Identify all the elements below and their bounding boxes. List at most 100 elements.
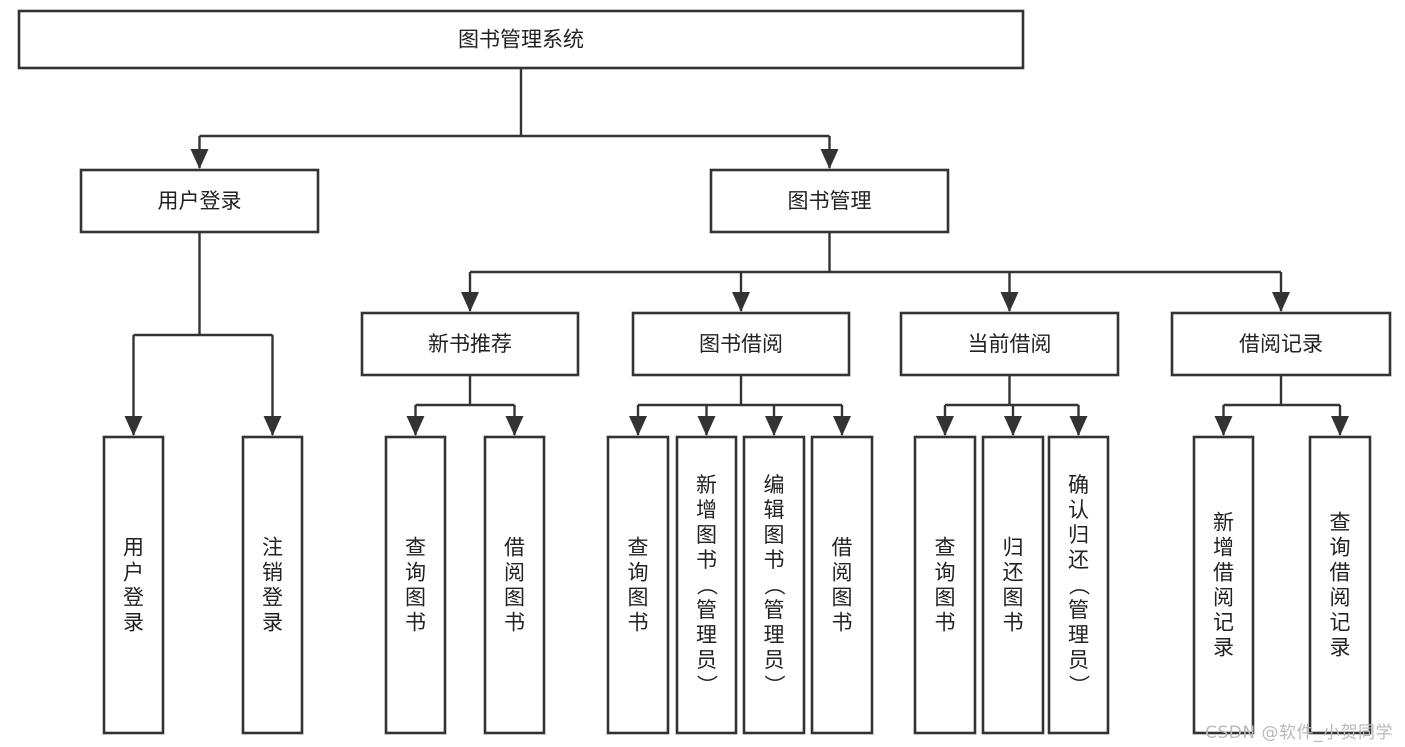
node-label-char: 归 — [1003, 536, 1024, 560]
node-label-char: 书 — [1003, 611, 1024, 635]
node-label-char: 还 — [1068, 548, 1089, 572]
node-label-char: 录 — [1213, 636, 1234, 660]
node-label-char: 理 — [764, 623, 785, 647]
node-label: 图书管理 — [788, 189, 872, 213]
node-label-char: 查 — [1330, 511, 1351, 535]
arrow-head-icon — [406, 416, 425, 436]
node-box — [1047, 435, 1110, 735]
node-box — [483, 435, 546, 735]
node-label-char: （ — [1067, 575, 1091, 596]
arrow-head-icon — [833, 416, 851, 436]
node-label-char: 借 — [504, 536, 525, 560]
arrow-head-icon — [1069, 416, 1088, 436]
node-label-char: 书 — [628, 611, 649, 635]
node-label-char: 书 — [832, 611, 853, 635]
node-label-char: ） — [762, 675, 786, 696]
node-l3-2-当前借阅[interactable]: 当前借阅 — [899, 311, 1120, 377]
node-label-char: 阅 — [832, 561, 853, 585]
arrow-head-icon — [505, 416, 524, 436]
node-root-0-图书管理系统[interactable]: 图书管理系统 — [17, 9, 1025, 70]
node-label-char: 书 — [935, 611, 956, 635]
node-label-char: 借 — [1213, 561, 1234, 585]
node-label-char: 图 — [504, 586, 525, 610]
arrow-head-icon — [1004, 416, 1022, 436]
node-label-char: 阅 — [1330, 586, 1351, 610]
node-label-char: 图 — [1003, 586, 1024, 610]
node-label-char: 记 — [1213, 611, 1234, 635]
arrow-head-icon — [732, 292, 750, 312]
node-label-char: 管 — [696, 598, 717, 622]
node-box — [606, 435, 670, 735]
node-label-char: 管 — [1068, 598, 1089, 622]
node-label-char: 录 — [1330, 636, 1351, 660]
arrow-head-icon — [1272, 292, 1290, 312]
node-label-char: 图 — [764, 523, 785, 547]
arrow-head-icon — [1331, 416, 1349, 436]
node-label-char: 户 — [123, 561, 144, 585]
node-l2-0-用户登录[interactable]: 用户登录 — [79, 168, 320, 234]
node-label-char: 辑 — [764, 498, 785, 522]
node-label-char: 借 — [1330, 561, 1351, 585]
arrow-head-icon — [124, 416, 143, 436]
node-label-char: 销 — [262, 561, 283, 585]
node-label-char: 录 — [262, 611, 283, 635]
node-box — [360, 311, 580, 377]
node-box — [709, 168, 950, 234]
node-label-char: 书 — [764, 548, 785, 572]
node-box — [675, 435, 738, 735]
node-label: 图书管理系统 — [458, 28, 584, 52]
arrow-head-icon — [629, 416, 647, 436]
node-label-char: 图 — [935, 586, 956, 610]
node-l3-3-借阅记录[interactable]: 借阅记录 — [1170, 311, 1392, 377]
node-label-char: 阅 — [504, 561, 525, 585]
arrow-head-icon — [697, 416, 716, 436]
node-l3-0-新书推荐[interactable]: 新书推荐 — [360, 311, 580, 377]
node-l3-1-图书借阅[interactable]: 图书借阅 — [631, 311, 851, 377]
node-label-char: 书 — [504, 611, 525, 635]
arrow-head-icon — [263, 416, 282, 436]
node-label-char: ） — [695, 675, 719, 696]
node-label-char: 图 — [696, 523, 717, 547]
node-label-char: 新 — [1213, 511, 1234, 535]
node-label-char: 查 — [405, 536, 426, 560]
node-label: 用户登录 — [158, 189, 242, 213]
node-label-char: （ — [695, 575, 719, 596]
node-box — [1192, 435, 1255, 735]
node-label-char: 登 — [262, 586, 283, 610]
arrow-head-icon — [765, 416, 783, 436]
node-leaf-0-用户登录[interactable]: 用户登录 — [102, 435, 165, 735]
node-label-char: 书 — [405, 611, 426, 635]
node-boxes: 图书管理系统用户登录图书管理新书推荐图书借阅当前借阅借阅记录用户登录注销登录查询… — [17, 9, 1392, 735]
node-label-char: （ — [762, 575, 786, 596]
node-label-char: 借 — [832, 536, 853, 560]
node-label-char: 增 — [1213, 536, 1234, 560]
node-label-char: 员 — [1068, 648, 1089, 672]
node-box — [742, 435, 806, 735]
node-label-char: 录 — [123, 611, 144, 635]
node-box — [241, 435, 304, 735]
node-label-char: 注 — [262, 536, 283, 560]
node-label-char: 新 — [696, 473, 717, 497]
node-label: 新书推荐 — [428, 332, 512, 356]
node-label-char: 询 — [1330, 536, 1351, 560]
node-l2-1-图书管理[interactable]: 图书管理 — [709, 168, 950, 234]
node-label-char: 理 — [1068, 623, 1089, 647]
node-box — [102, 435, 165, 735]
node-label-char: 询 — [628, 561, 649, 585]
node-box — [631, 311, 851, 377]
node-box — [1308, 435, 1372, 735]
